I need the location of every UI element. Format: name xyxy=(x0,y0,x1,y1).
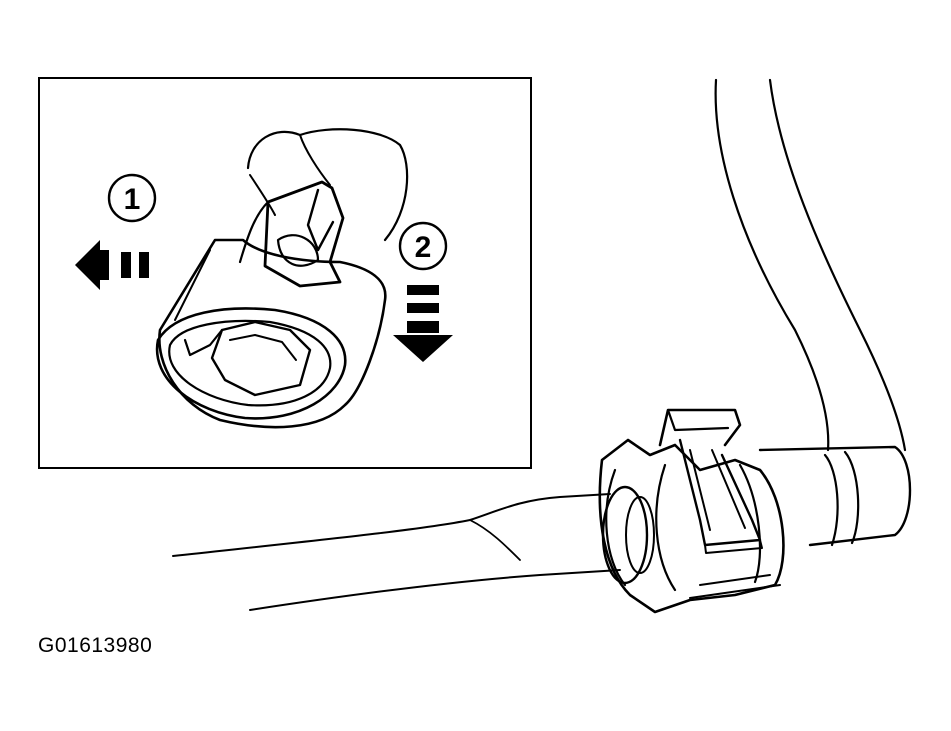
quick-connector xyxy=(598,438,785,614)
step-2-marker: 2 xyxy=(398,221,448,271)
detail-inset: 1 2 xyxy=(38,77,532,469)
inset-connector-drawing xyxy=(155,128,409,429)
figure-code: G01613980 xyxy=(38,634,153,657)
hose-elbow xyxy=(758,445,912,547)
step-1-marker: 1 xyxy=(107,173,157,223)
dashed-arrow-down-icon xyxy=(393,285,453,362)
dashed-arrow-left-icon xyxy=(75,240,149,290)
step-2-number: 2 xyxy=(415,231,432,264)
tube-end-ring xyxy=(601,485,655,585)
retainer-clip xyxy=(658,408,763,554)
step-1-number: 1 xyxy=(124,183,141,216)
inset-frame xyxy=(38,77,532,469)
horizontal-tube xyxy=(172,493,621,611)
vertical-hose xyxy=(714,78,907,452)
main-assembly-view xyxy=(172,78,912,614)
